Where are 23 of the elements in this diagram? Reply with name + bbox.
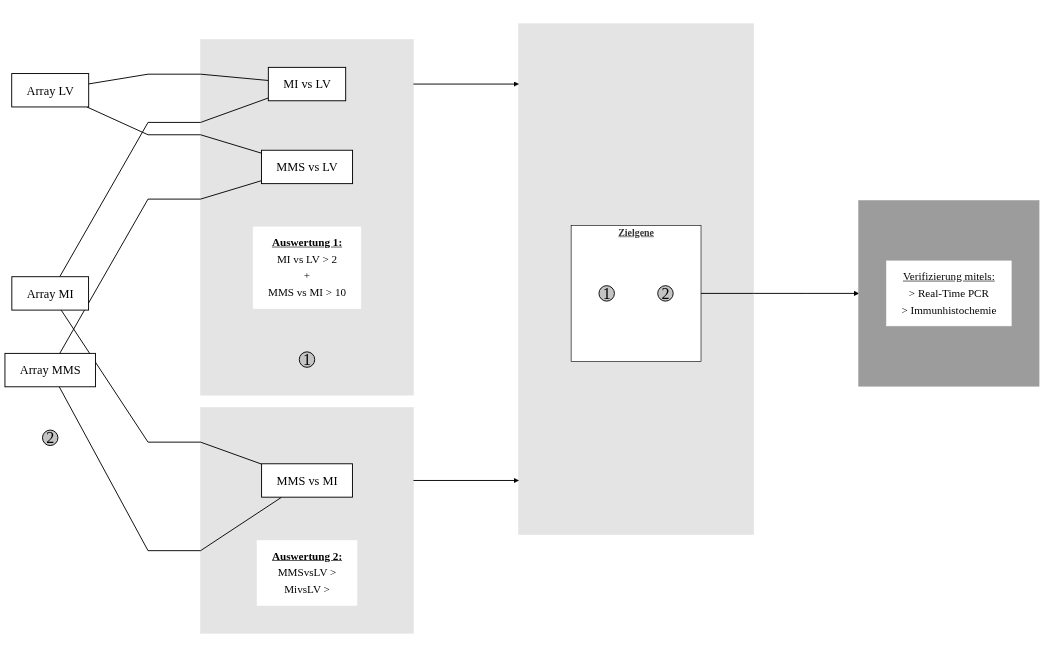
node-box: MI vs LV [267, 66, 347, 102]
connector [59, 180, 262, 354]
cluster [200, 407, 414, 634]
connector [86, 106, 262, 154]
node-box: MMS vs MI [261, 463, 353, 498]
node-box: MMS vs LV [261, 149, 354, 185]
connector [88, 73, 269, 85]
connector [58, 386, 283, 552]
node-circle: 2 [657, 285, 674, 302]
node-box: Array MMS [4, 352, 96, 388]
node-box: Array MI [11, 276, 90, 311]
node-circle: 2 [42, 429, 59, 446]
connector [60, 309, 263, 465]
node-box: Verifizierung mitels: > Real-Time PCR > Immunhistochemie [886, 260, 1012, 327]
node-circle: 1 [598, 285, 615, 302]
node-circle: 1 [298, 351, 316, 368]
node-box: Auswertung 2: MMSvsLV > MivsLV > [256, 540, 358, 606]
cluster [858, 200, 1040, 387]
connector [59, 97, 269, 278]
cluster [518, 23, 754, 535]
node-box: Auswertung 1: MI vs LV > 2 + MMS vs MI > 10 [252, 226, 362, 309]
cluster [200, 39, 414, 396]
node-box: Array LV [11, 73, 90, 108]
